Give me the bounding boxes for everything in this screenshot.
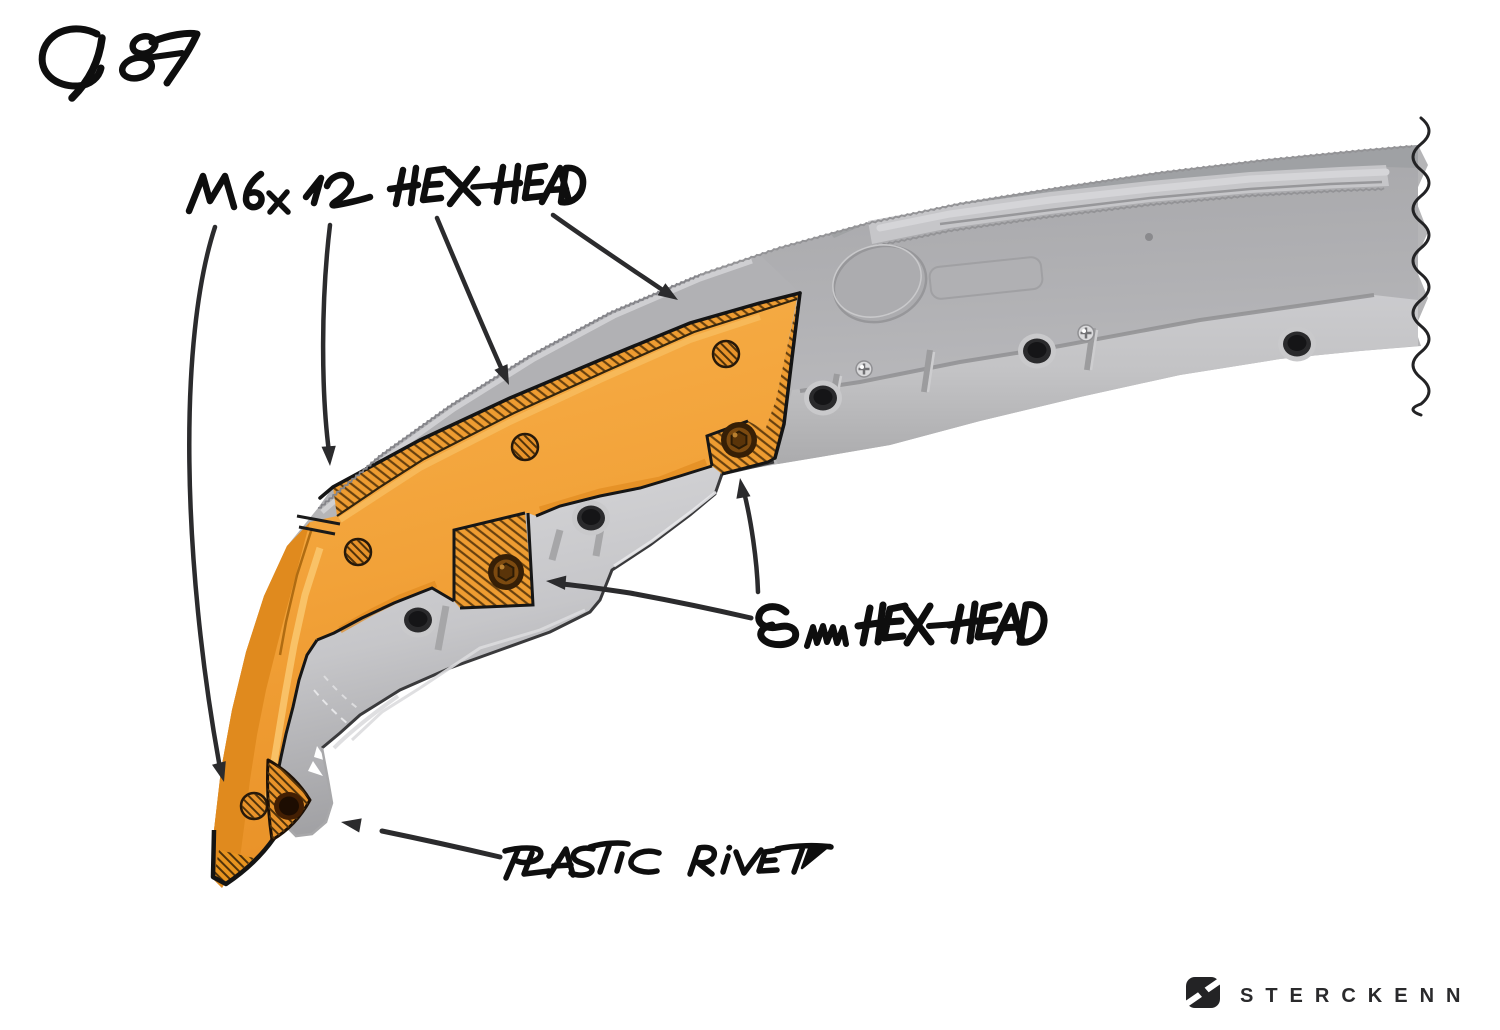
svg-text:STERCKENN: STERCKENN	[1240, 985, 1472, 1007]
